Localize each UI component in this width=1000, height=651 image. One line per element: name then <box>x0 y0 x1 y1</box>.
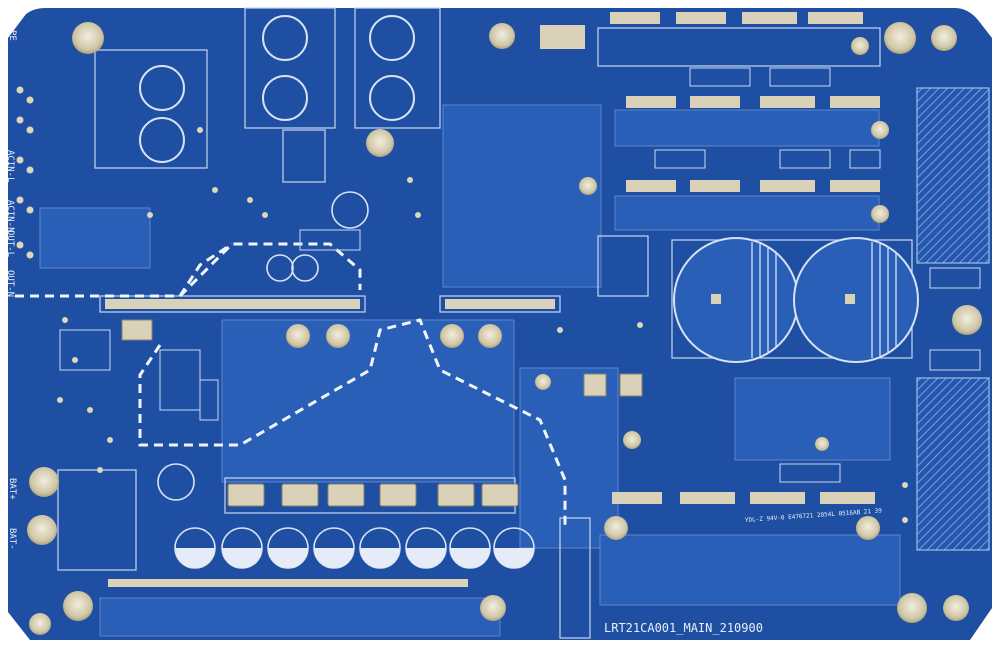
power-transistor-pads <box>121 319 643 507</box>
silk-part-number: LRT21CA001_MAIN_210900 <box>604 621 763 635</box>
smd-pad-rows <box>105 12 880 587</box>
silk-bat-pos: BAT+ <box>7 478 17 500</box>
electrolytic-capacitors <box>139 15 919 363</box>
silk-acin-n: ACIN-N <box>5 200 15 233</box>
vias <box>16 86 908 523</box>
silkscreen-outlines <box>57 7 913 639</box>
heatsink-pad-top <box>916 87 990 264</box>
silk-bat-neg: BAT- <box>7 528 17 550</box>
silk-acin-l: ACIN-L <box>5 150 15 183</box>
component-outlines <box>59 67 981 483</box>
heatsink-pad-bottom <box>916 377 990 551</box>
capacitor-polarity-marks <box>175 548 534 568</box>
isolation-lines <box>15 242 567 530</box>
silk-out-l: OUT-L <box>5 230 15 257</box>
mounting-holes <box>27 22 982 635</box>
silk-out-n: OUT-N <box>5 270 15 297</box>
silk-pe: PE <box>7 30 17 41</box>
copper-pours <box>39 104 901 637</box>
